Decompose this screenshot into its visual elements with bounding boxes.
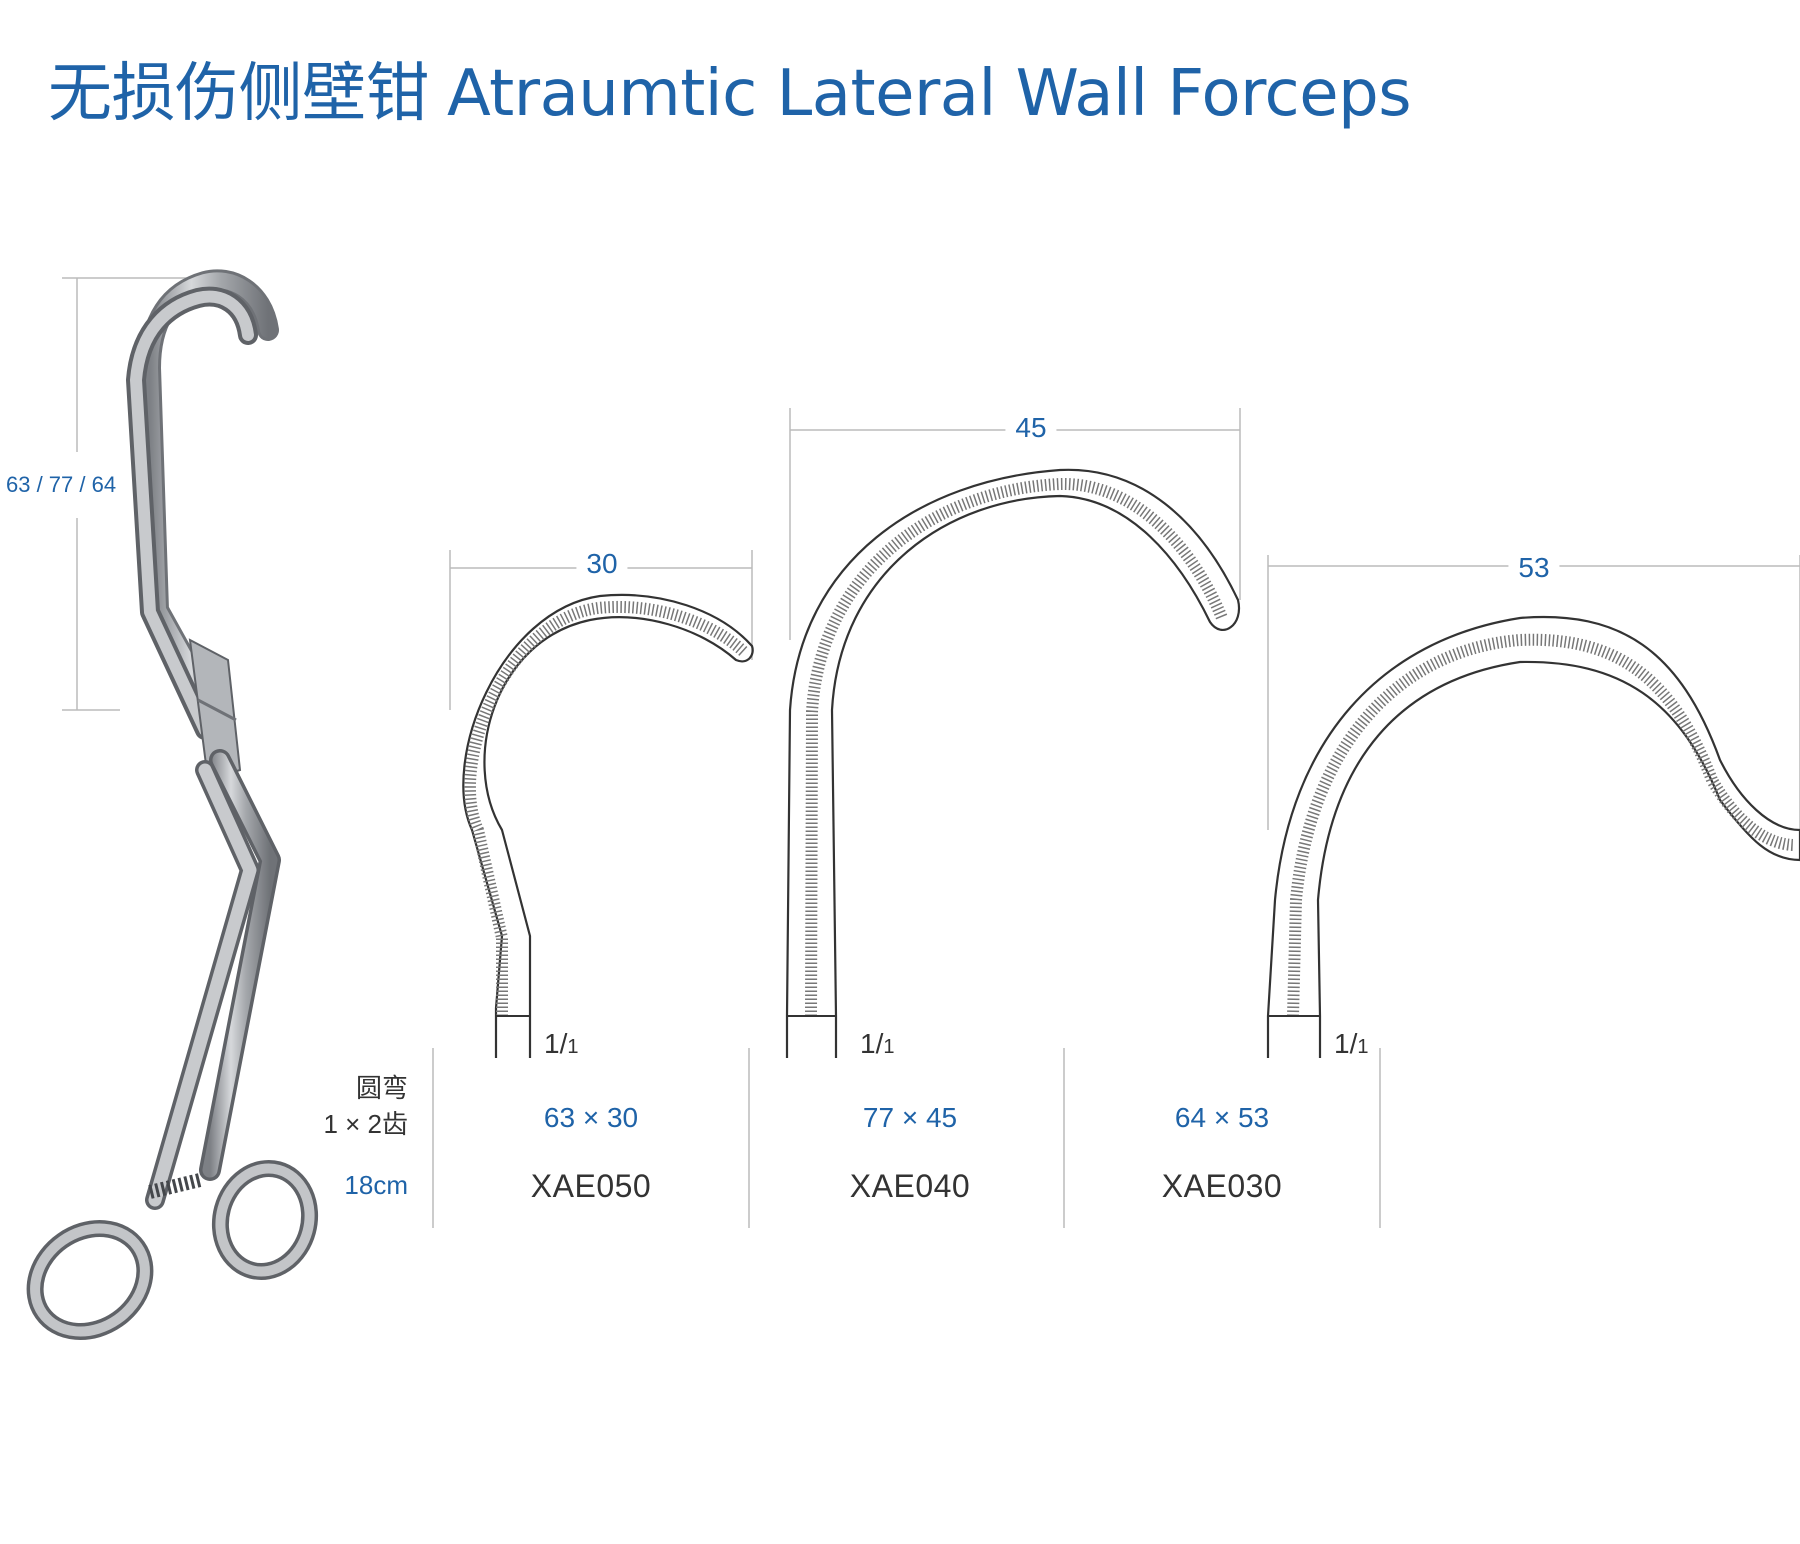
code-xae040: XAE040 — [849, 1168, 971, 1204]
size-xae050: 63 × 30 — [543, 1102, 639, 1133]
size-xae030: 64 × 53 — [1174, 1102, 1270, 1133]
teeth-ratio-xae040: 1/1 — [860, 1028, 895, 1059]
size-xae040: 77 × 45 — [862, 1102, 958, 1133]
code-xae030: XAE030 — [1161, 1168, 1283, 1204]
jaw-drawing-xae030 — [1266, 555, 1800, 1058]
code-xae050: XAE050 — [530, 1168, 652, 1204]
width-dim-xae030: 53 — [1508, 552, 1560, 584]
title-cn: 无损伤侧壁钳 — [48, 57, 430, 131]
row-label-curve: 圆弯 — [355, 1073, 408, 1103]
row-label-length: 18cm — [344, 1170, 408, 1200]
width-dim-xae040: 45 — [1005, 412, 1057, 444]
width-dim-xae050: 30 — [576, 548, 628, 580]
jaw-drawing-xae040 — [785, 408, 1241, 1058]
row-label-teeth: 1 × 2齿 — [323, 1109, 408, 1139]
forceps-photo — [26, 269, 319, 1341]
teeth-ratio-xae030: 1/1 — [1334, 1028, 1369, 1059]
teeth-ratio-xae050: 1/1 — [544, 1028, 579, 1059]
table-dividers — [432, 1048, 1381, 1228]
jaw-drawing-xae050 — [449, 550, 754, 1058]
jaw-length-label: 63 / 77 / 64 — [6, 472, 117, 497]
title-en: Atraumtic Lateral Wall Forceps — [447, 57, 1412, 131]
